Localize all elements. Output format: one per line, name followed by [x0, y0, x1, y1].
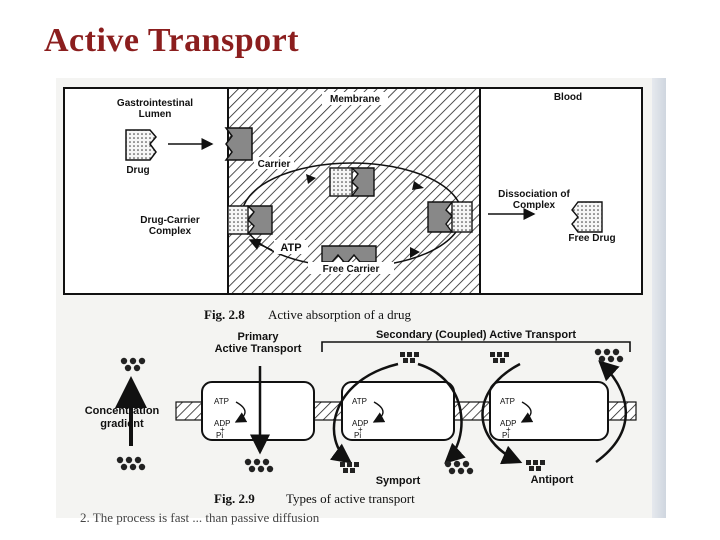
carrier-label: Carrier: [258, 159, 291, 170]
atp-hydrolysis-arrow-3: [520, 401, 534, 423]
complex-top: [329, 167, 375, 197]
pump3-pi: Pi: [502, 431, 509, 440]
drug-label: Drug: [126, 165, 149, 176]
solute-dots-upper-left: [120, 357, 146, 372]
complex-label-2: Complex: [149, 226, 192, 237]
membrane-label-bg: [322, 92, 388, 105]
pump2-adp: ADP: [352, 419, 368, 428]
pump2-pi: Pi: [354, 431, 361, 440]
free-carrier-label-bg: [308, 262, 394, 274]
free-drug-molecule: [571, 201, 603, 233]
cotransport-squares-symport-bottom: [340, 462, 359, 473]
pump1-plus: +: [220, 425, 225, 434]
cotransport-squares-antiport-top: [490, 352, 509, 363]
pump1-pi: Pi: [216, 431, 223, 440]
pump3-atp: ATP: [500, 397, 515, 406]
atp-label-bg: [274, 240, 308, 254]
pump2-atp: ATP: [352, 397, 367, 406]
lumen-label-2: Lumen: [139, 109, 172, 120]
free-drug-label: Free Drug: [568, 233, 615, 244]
cycle-arrowhead-1: [306, 174, 316, 184]
gradient-label-1: Concentration: [85, 405, 160, 417]
carrier-shape: [224, 127, 253, 161]
symport-label: Symport: [376, 475, 421, 487]
cropped-body-text: 2. The process is fast ... than passive …: [80, 510, 320, 525]
carrier-label-bg: [254, 157, 294, 169]
pump2-plus: +: [358, 425, 363, 434]
slide-title: Active Transport: [44, 22, 300, 59]
pump1-adp: ADP: [214, 419, 230, 428]
free-carrier-label: Free Carrier: [323, 264, 380, 275]
antiport-label: Antiport: [531, 474, 574, 486]
symport-arrow-left: [329, 362, 399, 464]
cycle-arrowhead-3: [410, 247, 420, 258]
membrane-region: [227, 87, 481, 295]
free-carrier-shape: [321, 245, 377, 263]
fig29-caption-text: Types of active transport: [286, 491, 415, 506]
atp-arrow: [248, 238, 273, 251]
lumen-label-1: Gastrointestinal: [117, 98, 193, 109]
atp-label: ATP: [280, 242, 301, 254]
fig28-caption-number: Fig. 2.8: [204, 307, 245, 322]
symport-arrow-right: [417, 362, 466, 464]
secondary-label: Secondary (Coupled) Active Transport: [376, 329, 576, 341]
fig29-caption-number: Fig. 2.9: [214, 491, 255, 506]
primary-label-1: Primary: [238, 331, 280, 343]
pump3-plus: +: [506, 425, 511, 434]
primary-label-2: Active Transport: [215, 343, 302, 355]
fig28-caption-text: Active absorption of a drug: [268, 307, 411, 322]
atp-hydrolysis-arrow-1: [234, 401, 248, 423]
solute-dots-symport-bottom: [444, 460, 474, 475]
fig-2-8-diagram: Gastrointestinal Lumen Membrane Blood Dr…: [63, 87, 643, 322]
solute-dots-lower-left: [116, 456, 146, 471]
solute-dots-primary-bottom: [244, 458, 274, 473]
dissociation-label-2: Complex: [513, 200, 556, 211]
solute-dots-antiport-top: [594, 348, 624, 363]
complex-label-1: Drug-Carrier: [140, 215, 200, 226]
cotransport-squares-antiport-bottom: [526, 460, 545, 471]
atp-hydrolysis-arrow-2: [372, 401, 386, 423]
antiport-arrow-up: [595, 360, 627, 464]
cotransport-squares-symport-top: [400, 352, 419, 363]
blood-label: Blood: [554, 92, 582, 103]
cycle-arrowhead-2: [412, 181, 424, 190]
complex-left: [227, 205, 273, 235]
pump3-adp: ADP: [500, 419, 516, 428]
pump1-atp: ATP: [214, 397, 229, 406]
fig-2-9-diagram: Primary Active Transport Secondary (Coup…: [85, 329, 637, 506]
pump-antiport: [489, 381, 609, 441]
dissociation-label-1: Dissociation of: [498, 189, 570, 200]
membrane-label: Membrane: [330, 94, 380, 105]
complex-right: [427, 201, 473, 233]
gradient-label-2: gradient: [100, 418, 144, 430]
drug-molecule: [125, 129, 157, 161]
pump-symport: [341, 381, 455, 441]
secondary-bracket: [321, 341, 631, 352]
page-edge-shadow: [652, 78, 666, 518]
antiport-arrow-down: [481, 362, 523, 465]
